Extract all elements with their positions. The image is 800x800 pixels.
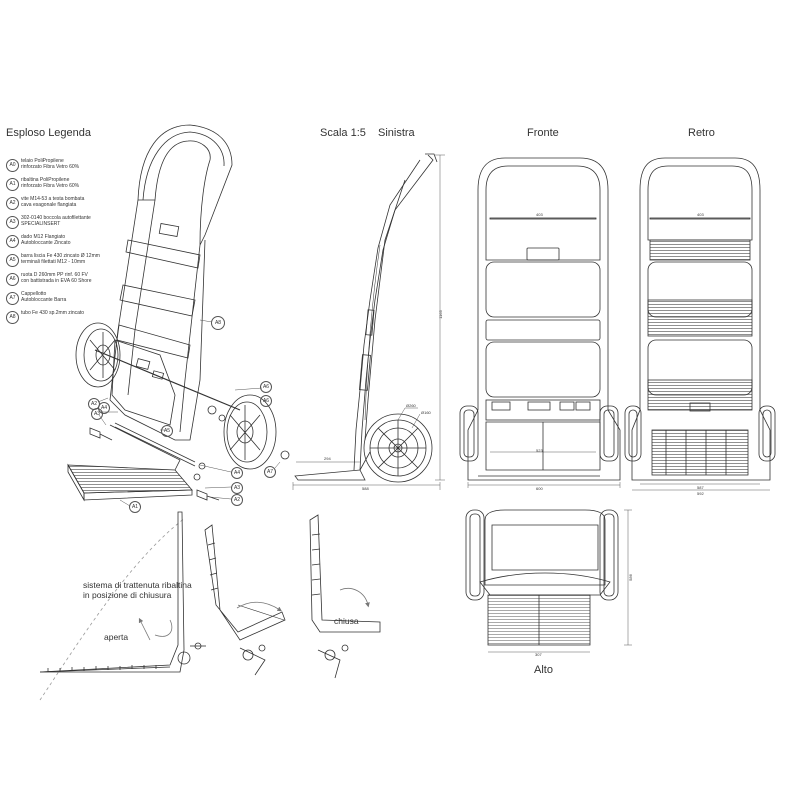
- front-outline: [467, 157, 621, 481]
- detail-mid-plate: [204, 524, 286, 641]
- legend-code: A4: [6, 235, 19, 248]
- legend-text: tubo Fe 430 sp.2mm zincato: [21, 310, 85, 316]
- header-fronte: Fronte: [527, 127, 559, 139]
- legend-text: dado M12 Flangiato Autobloccante Zincato: [21, 234, 71, 246]
- back-wheel-left: [624, 405, 642, 462]
- legend-code: A2: [6, 197, 19, 210]
- note-sistema-trattenuta: sistema di trattenuta ribaltina in posiz…: [83, 580, 192, 600]
- legend-code: A7: [6, 292, 19, 305]
- dim-back-w1: 587: [697, 485, 704, 490]
- top-view: [465, 509, 632, 653]
- legend-text: telaio PoliPropilene rinforzato Fibra Ve…: [21, 158, 80, 170]
- front-wheel-right: [599, 405, 619, 462]
- back-wheel-right: [758, 405, 776, 462]
- dim-back-w2: 592: [697, 491, 704, 496]
- legend-text: Cappellotto Autobloccante Barra: [21, 291, 67, 303]
- legend-code: A5: [6, 254, 19, 267]
- exploded-view: [67, 124, 290, 502]
- legend-text: 302-0140 boccola autofilettante SPECIALI…: [21, 215, 91, 227]
- top-wheel-right: [599, 509, 619, 601]
- dim-side-plate: 294: [324, 456, 331, 461]
- front-wheel-left: [459, 405, 479, 462]
- side-view: [292, 153, 445, 490]
- legend-code: A6: [6, 273, 19, 286]
- legend-code: A1: [6, 178, 19, 191]
- front-view: [459, 157, 621, 488]
- header-sinistra: Sinistra: [378, 127, 415, 139]
- back-outline: [631, 157, 771, 481]
- callout-a4-lower: A4: [231, 467, 243, 479]
- callout-a1: A1: [129, 501, 141, 513]
- dim-back-top: 403: [697, 212, 704, 217]
- exploded-foot-plate: [67, 424, 193, 502]
- top-wheel-left: [465, 509, 485, 601]
- callout-a2-lower: A2: [231, 494, 243, 506]
- callout-a4-upper: A4: [98, 402, 110, 414]
- legend-text: vite M14-53 a testa bombata cava esagona…: [21, 196, 85, 208]
- legend-text: ribaltina PoliPropilene rinforzato Fibra…: [21, 177, 80, 189]
- callout-a7: A7: [264, 466, 276, 478]
- note-aperta: aperta: [104, 632, 129, 642]
- side-handle: [359, 154, 434, 471]
- callout-a3-upper: A3: [91, 408, 103, 420]
- dim-wheel-outer: Ø260: [406, 403, 416, 408]
- header-retro: Retro: [688, 127, 715, 139]
- dim-side-height: 1165: [437, 310, 443, 319]
- legend-code: A3: [6, 216, 19, 229]
- exploded-handle: [137, 124, 233, 246]
- callout-a5: A5: [161, 425, 173, 437]
- side-wheel: [363, 413, 433, 483]
- detail-closed-plate: [309, 514, 381, 633]
- callout-a6-upper: A6: [260, 381, 272, 393]
- legend-code: A0: [6, 159, 19, 172]
- dim-side-depth: 588: [362, 486, 369, 491]
- top-outline: [484, 509, 606, 586]
- dim-front-mid: 523: [536, 448, 543, 453]
- header-alto: Alto: [534, 664, 553, 676]
- legend-text: barra liscia Fe 430 zincato Ø 12mm termi…: [21, 253, 100, 265]
- header-esploso-legenda: Esploso Legenda: [6, 127, 92, 139]
- dim-front-top: 403: [536, 212, 543, 217]
- exploded-wheel-left: [75, 322, 121, 388]
- foot-plate-detail: [39, 511, 381, 701]
- dim-front-bottom: 600: [536, 486, 543, 491]
- legend-code: A8: [6, 311, 19, 324]
- exploded-frame: [109, 199, 206, 441]
- callout-a3-lower: A3: [231, 482, 243, 494]
- exploded-wheel-right: [223, 394, 277, 470]
- back-view: [624, 157, 776, 491]
- dim-wheel-inner: Ø160: [421, 410, 431, 415]
- callout-a6-lower: A6: [260, 395, 272, 407]
- dim-top-depth: 586: [627, 574, 633, 581]
- legend-text: ruota D 260mm PP rinf. 60 FV con battist…: [21, 272, 92, 284]
- detail-open-plate: [39, 511, 185, 673]
- header-scala: Scala 1:5: [320, 127, 366, 139]
- dim-top-width: 307: [535, 652, 542, 657]
- note-chiusa: chiusa: [334, 616, 359, 626]
- callout-a8: A8: [211, 316, 225, 330]
